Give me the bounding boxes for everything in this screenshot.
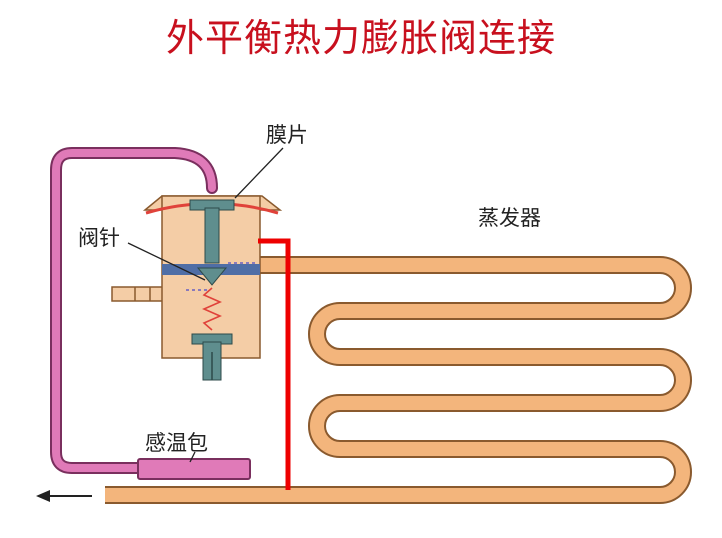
label-diaphragm: 膜片	[266, 123, 308, 147]
outflow-arrow-icon	[36, 490, 92, 502]
label-valve-needle: 阀针	[78, 226, 120, 250]
label-evaporator: 蒸发器	[478, 206, 541, 230]
capillary-tube	[50, 147, 218, 474]
evaporator-coil	[105, 256, 692, 504]
page-title: 外平衡热力膨胀阀连接	[165, 16, 556, 60]
leader-lines	[127, 147, 284, 463]
spring	[202, 287, 222, 331]
expansion-valve	[142, 195, 283, 381]
valve-needle	[196, 267, 228, 286]
sensing-bulb	[137, 458, 251, 480]
equalizer-line	[258, 238, 291, 490]
label-sensing-bulb: 感温包	[145, 431, 208, 455]
